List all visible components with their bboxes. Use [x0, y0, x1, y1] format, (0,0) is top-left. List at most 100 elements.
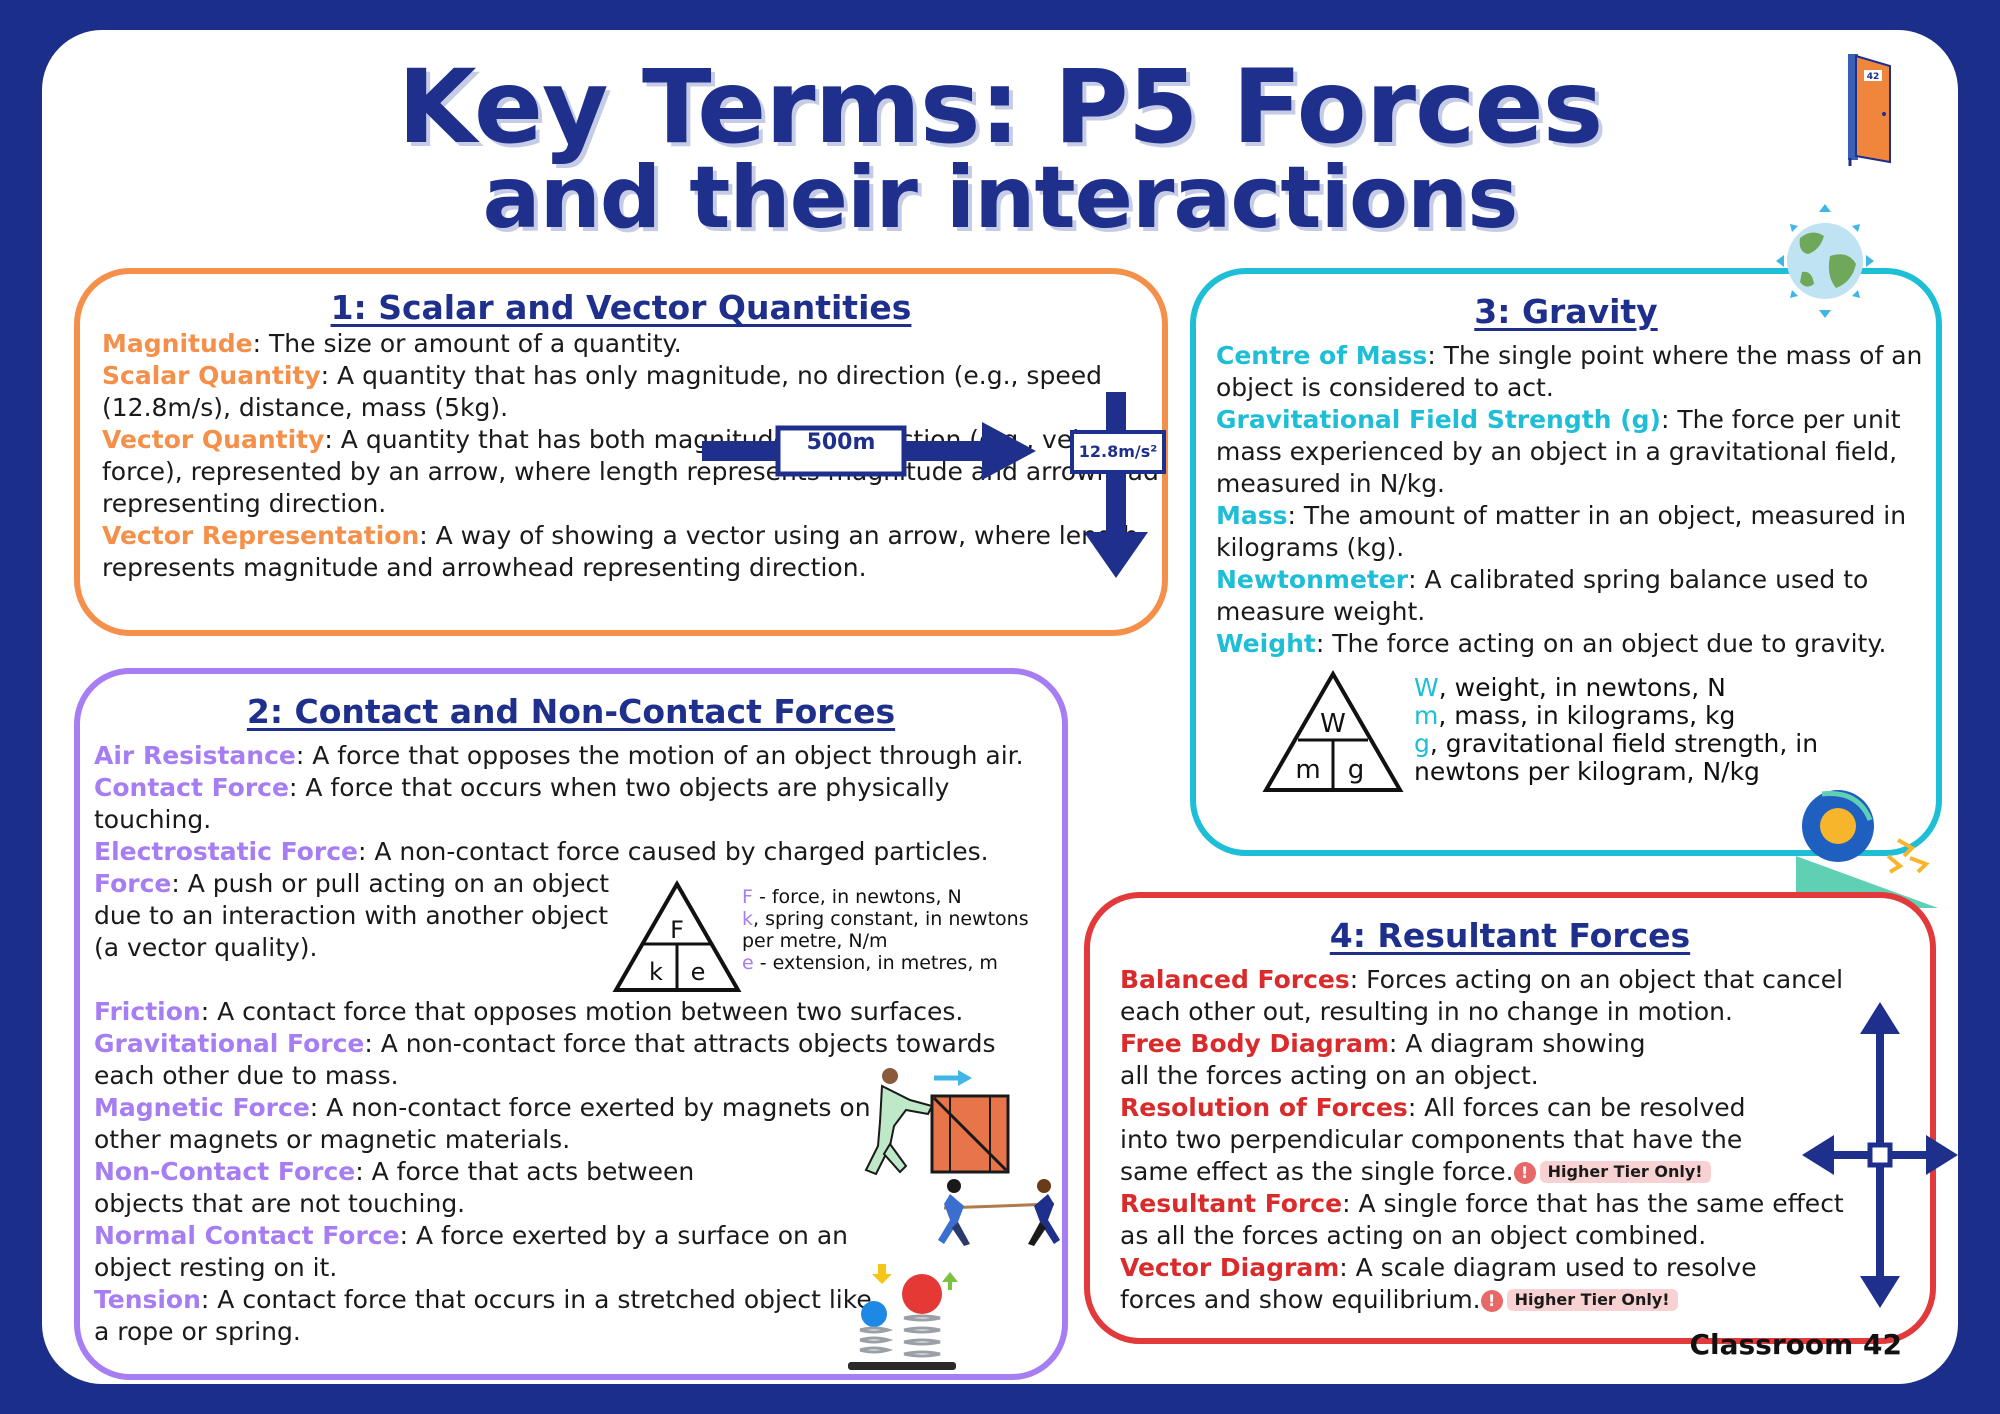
- term-label: Balanced Forces: [1120, 965, 1350, 994]
- vertical-vector-arrow-icon: [1070, 392, 1166, 578]
- section-3-terms: Centre of Mass: The single point where t…: [1216, 340, 1936, 660]
- section-1-heading: 1: Scalar and Vector Quantities: [330, 288, 912, 327]
- triangle-right-symbol: e: [691, 958, 706, 986]
- legend-text: , gravitational field strength, in newto…: [1414, 729, 1819, 786]
- term-label: Non-Contact Force: [94, 1157, 356, 1186]
- force-triangle-legend: F - force, in newtons, N k, spring const…: [742, 886, 1042, 974]
- springs-balls-icon: [848, 1264, 958, 1370]
- section-contact-forces: 2: Contact and Non-Contact Forces Air Re…: [74, 668, 1068, 1380]
- term-definition: : A force that acts between objects that…: [94, 1157, 695, 1218]
- section-resultant-forces: 4: Resultant Forces Balanced Forces: For…: [1084, 892, 1936, 1344]
- term-vector-diagram: Vector Diagram: A scale diagram used to …: [1120, 1252, 1800, 1316]
- legend-symbol: m: [1414, 701, 1439, 730]
- term-definition: : Forces acting on an object that cancel…: [1120, 965, 1844, 1026]
- legend-line: g, gravitational field strength, in newt…: [1414, 730, 1884, 786]
- door-icon: 42: [1848, 54, 1891, 166]
- legend-line: m, mass, in kilograms, kg: [1414, 702, 1884, 730]
- term-definition: : The amount of matter in an object, mea…: [1216, 501, 1907, 562]
- term-label: Gravitational Force: [94, 1029, 365, 1058]
- term-label: Normal Contact Force: [94, 1221, 400, 1250]
- term-definition: : A single force that has the same effec…: [1120, 1189, 1844, 1250]
- weight-triangle-legend: W, weight, in newtons, N m, mass, in kil…: [1414, 674, 1884, 786]
- term-resultant-force: Resultant Force: A single force that has…: [1120, 1188, 1850, 1252]
- term-label: Free Body Diagram: [1120, 1029, 1389, 1058]
- term-definition: : The size or amount of a quantity.: [252, 329, 682, 358]
- term-tension: Tension: A contact force that occurs in …: [94, 1284, 874, 1348]
- legend-line: e - extension, in metres, m: [742, 952, 1042, 974]
- term-definition: : A quantity that has only magnitude, no…: [102, 361, 1102, 422]
- door-number: 42: [1867, 72, 1880, 82]
- section-4-terms: Balanced Forces: Forces acting on an obj…: [1120, 964, 1844, 1316]
- term-balanced-forces: Balanced Forces: Forces acting on an obj…: [1120, 964, 1860, 1028]
- term-scalar-quantity: Scalar Quantity: A quantity that has onl…: [102, 360, 1162, 424]
- triangle-top-symbol: F: [670, 916, 684, 944]
- term-gravitational-force: Gravitational Force: A non-contact force…: [94, 1028, 1054, 1092]
- term-label: Air Resistance: [94, 741, 296, 770]
- term-label: Electrostatic Force: [94, 837, 358, 866]
- legend-line: k, spring constant, in newtons per metre…: [742, 908, 1042, 952]
- term-mass: Mass: The amount of matter in an object,…: [1216, 500, 1916, 564]
- term-definition: : The force per unit mass experienced by…: [1216, 405, 1901, 498]
- term-definition: : A push or pull acting on an object due…: [94, 869, 610, 962]
- section-3-heading: 3: Gravity: [1474, 292, 1658, 331]
- footer-classroom-label: Classroom 42: [1689, 1328, 1902, 1361]
- tug-of-war-icon: [938, 1179, 1060, 1246]
- term-definition: : A non-contact force exerted by magnets…: [94, 1093, 871, 1154]
- legend-symbol: F: [742, 886, 753, 908]
- legend-text: , spring constant, in newtons per metre,…: [742, 908, 1029, 952]
- term-definition: : A non-contact force caused by charged …: [357, 837, 989, 866]
- horizontal-arrow-label: 500m: [806, 430, 876, 455]
- term-label: Friction: [94, 997, 201, 1026]
- term-definition: : A scale diagram used to resolve forces…: [1120, 1253, 1757, 1314]
- pushing-crate-icon: [864, 1068, 1010, 1176]
- term-vector-representation: Vector Representation: A way of showing …: [102, 520, 1162, 584]
- section-2-terms-top: Air Resistance: A force that opposes the…: [94, 740, 1054, 964]
- term-friction: Friction: A contact force that opposes m…: [94, 996, 1054, 1028]
- weight-equation-triangle: W m g: [1262, 670, 1404, 792]
- higher-tier-badge: Higher Tier Only!: [1539, 1161, 1711, 1183]
- term-label: Centre of Mass: [1216, 341, 1428, 370]
- term-free-body-diagram: Free Body Diagram: A diagram showing all…: [1120, 1028, 1660, 1092]
- term-label: Vector Representation: [102, 521, 420, 550]
- triangle-left-symbol: m: [1295, 755, 1320, 785]
- term-electrostatic-force: Electrostatic Force: A non-contact force…: [94, 836, 1054, 868]
- page-title-line-2: and their interactions: [482, 148, 1519, 248]
- legend-line: W, weight, in newtons, N: [1414, 674, 1884, 702]
- term-gravitational-field-strength: Gravitational Field Strength (g): The fo…: [1216, 404, 1936, 500]
- higher-tier-alert-icon: !: [1480, 1290, 1503, 1312]
- term-label: Newtonmeter: [1216, 565, 1409, 594]
- term-label: Magnitude: [102, 329, 253, 358]
- force-cross-arrows-icon: [1802, 1002, 1958, 1308]
- term-label: Resolution of Forces: [1120, 1093, 1408, 1122]
- term-air-resistance: Air Resistance: A force that opposes the…: [94, 740, 1054, 772]
- term-non-contact-force: Non-Contact Force: A force that acts bet…: [94, 1156, 734, 1220]
- legend-text: , weight, in newtons, N: [1438, 673, 1726, 702]
- term-magnetic-force: Magnetic Force: A non-contact force exer…: [94, 1092, 874, 1156]
- legend-text: - force, in newtons, N: [752, 886, 962, 908]
- term-definition: : All forces can be resolved into two pe…: [1120, 1093, 1746, 1186]
- term-label: Weight: [1216, 629, 1316, 658]
- term-newtonmeter: Newtonmeter: A calibrated spring balance…: [1216, 564, 1916, 628]
- term-definition: : A force that occurs when two objects a…: [94, 773, 950, 834]
- term-weight: Weight: The force acting on an object du…: [1216, 628, 1936, 660]
- term-definition: : The single point where the mass of an …: [1216, 341, 1923, 402]
- term-definition: : The force acting on an object due to g…: [1315, 629, 1887, 658]
- term-definition: : A diagram showing all the forces actin…: [1120, 1029, 1646, 1090]
- legend-symbol: W: [1414, 673, 1439, 702]
- term-definition: : A non-contact force that attracts obje…: [94, 1029, 996, 1090]
- section-2-heading: 2: Contact and Non-Contact Forces: [246, 692, 896, 731]
- term-normal-contact-force: Normal Contact Force: A force exerted by…: [94, 1220, 854, 1284]
- term-centre-of-mass: Centre of Mass: The single point where t…: [1216, 340, 1936, 404]
- vertical-arrow-label: 12.8m/s²: [1078, 442, 1158, 461]
- term-label: Mass: [1216, 501, 1288, 530]
- page-title-line-1: Key Terms: P5 Forces: [397, 48, 1604, 167]
- term-label: Vector Diagram: [1120, 1253, 1340, 1282]
- higher-tier-badge: Higher Tier Only!: [1506, 1289, 1678, 1311]
- section-4-heading: 4: Resultant Forces: [1329, 916, 1691, 955]
- legend-text: , mass, in kilograms, kg: [1438, 701, 1736, 730]
- term-definition: : A calibrated spring balance used to me…: [1216, 565, 1869, 626]
- term-definition: : A contact force that occurs in a stret…: [94, 1285, 872, 1346]
- legend-symbol: g: [1414, 729, 1430, 758]
- triangle-top-symbol: W: [1320, 709, 1346, 739]
- term-label: Scalar Quantity: [102, 361, 321, 390]
